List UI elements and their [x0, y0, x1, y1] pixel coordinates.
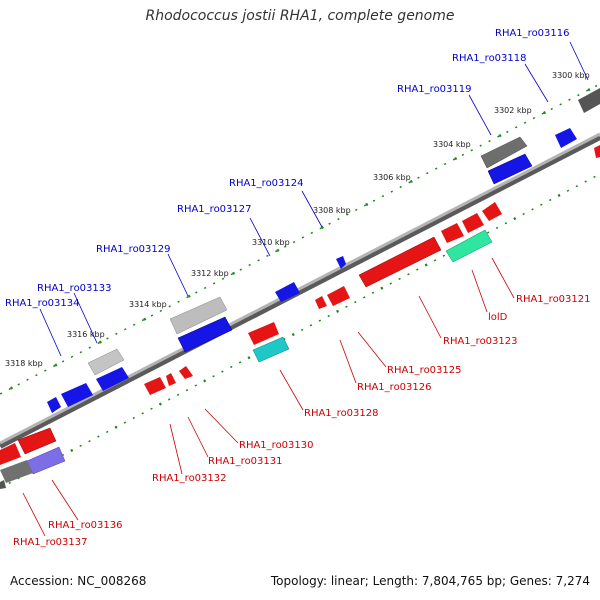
gene-arrow-red[interactable] [0, 443, 21, 465]
gene-label-reverse[interactable]: RHA1_ro03136 [48, 520, 123, 531]
gene-label-reverse[interactable]: RHA1_ro03123 [443, 336, 518, 347]
gene-arrow-grey[interactable] [578, 88, 600, 113]
gene-label-forward[interactable]: RHA1_ro03124 [229, 178, 304, 189]
gene-label-reverse[interactable]: RHA1_ro03125 [387, 365, 462, 376]
reverse-leader-lines [22, 257, 515, 537]
gene-label-reverse[interactable]: lolD [488, 312, 508, 323]
ruler-label: 3314 kbp [129, 300, 167, 309]
gene-label-reverse[interactable]: RHA1_ro03137 [13, 537, 88, 548]
gene-label-forward[interactable]: RHA1_ro03119 [397, 84, 472, 95]
gene-arrow-lightgrey[interactable] [87, 348, 125, 376]
accession-label: Accession: NC_008268 [10, 574, 147, 588]
gene-label-reverse[interactable]: RHA1_ro03121 [516, 294, 591, 305]
ruler-label: 3312 kbp [191, 269, 229, 278]
gene-arrow-teal[interactable] [252, 336, 290, 363]
ruler-label: 3302 kbp [494, 106, 532, 115]
gene-arrow-blue[interactable] [336, 256, 346, 269]
gene-arrow-red[interactable] [179, 366, 193, 379]
gene-label-reverse[interactable]: RHA1_ro03132 [152, 473, 227, 484]
gene-arrow-red[interactable] [462, 213, 484, 233]
gene-arrow-grey[interactable] [480, 136, 528, 169]
gene-arrow-blue[interactable] [47, 397, 61, 413]
gene-arrow-blue[interactable] [177, 316, 233, 353]
genome-backbone [0, 132, 600, 445]
gene-arrow-lavender[interactable] [26, 446, 66, 475]
gene-arrow-blue[interactable] [61, 383, 93, 407]
gene-arrow-blue[interactable] [487, 153, 533, 185]
gene-label-forward[interactable]: RHA1_ro03127 [177, 204, 252, 215]
forward-scale-track-ticks [0, 82, 600, 396]
gene-label-forward[interactable]: RHA1_ro03134 [5, 298, 80, 309]
ruler-label: 3316 kbp [67, 330, 105, 339]
gene-label-forward[interactable]: RHA1_ro03118 [452, 53, 527, 64]
genome-backbone-shadow [0, 134, 600, 449]
forward-genes [47, 88, 600, 413]
gene-label-forward[interactable]: RHA1_ro03133 [37, 283, 112, 294]
gene-label-reverse[interactable]: RHA1_ro03131 [208, 456, 283, 467]
gene-label-forward[interactable]: RHA1_ro03129 [96, 244, 171, 255]
gene-arrow-red[interactable] [327, 286, 350, 306]
gene-label-reverse[interactable]: RHA1_ro03128 [304, 408, 379, 419]
gene-label-reverse[interactable]: RHA1_ro03126 [357, 382, 432, 393]
gene-arrow-red[interactable] [594, 145, 600, 158]
ruler-label: 3304 kbp [433, 140, 471, 149]
gene-arrow-grey[interactable] [0, 460, 33, 483]
gene-arrow-teal[interactable] [445, 229, 493, 263]
gene-arrow-red[interactable] [166, 373, 176, 386]
ruler-label: 3310 kbp [252, 238, 290, 247]
gene-arrow-red[interactable] [315, 296, 327, 309]
gene-arrow-blue[interactable] [555, 128, 577, 148]
gene-arrow-grey[interactable] [0, 480, 6, 489]
gene-arrow-red[interactable] [358, 236, 442, 288]
forward-scale-track [0, 83, 600, 395]
gene-arrow-red[interactable] [248, 322, 279, 345]
ruler-label: 3306 kbp [373, 173, 411, 182]
gene-label-forward[interactable]: RHA1_ro03116 [495, 28, 570, 39]
gene-arrow-blue[interactable] [96, 367, 129, 391]
map-title: Rhodococcus jostii RHA1, complete genome [145, 8, 455, 24]
gene-arrow-red[interactable] [441, 223, 464, 243]
ruler-label: 3300 kbp [552, 71, 590, 80]
gene-arrow-blue[interactable] [275, 282, 300, 302]
gene-arrow-red[interactable] [144, 377, 166, 395]
forward-leader-lines [39, 41, 589, 357]
ruler-label: 3308 kbp [313, 206, 351, 215]
genome-stats-label: Topology: linear; Length: 7,804,765 bp; … [270, 574, 590, 588]
gene-arrow-red[interactable] [482, 202, 502, 221]
gene-arrow-red[interactable] [17, 427, 57, 455]
reverse-genes [0, 145, 600, 489]
ruler-label: 3318 kbp [5, 359, 43, 368]
gene-arrow-lightgrey[interactable] [169, 296, 228, 335]
gene-label-reverse[interactable]: RHA1_ro03130 [239, 440, 314, 451]
